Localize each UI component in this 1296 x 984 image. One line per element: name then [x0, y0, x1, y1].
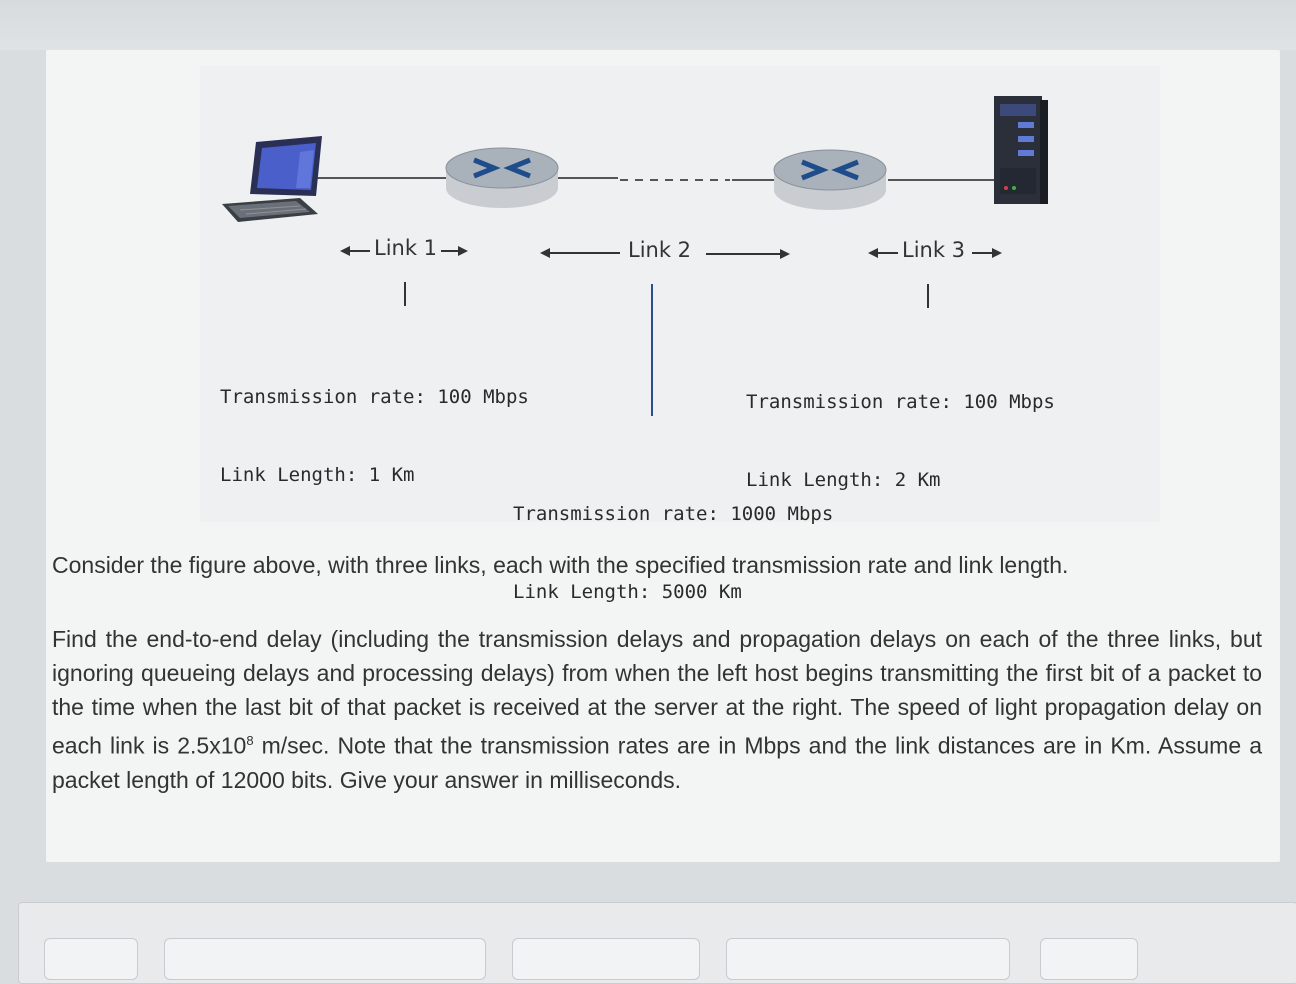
link3-rate: Transmission rate: 100 Mbps: [746, 391, 1055, 413]
server-icon: [994, 96, 1048, 204]
link2-length: Link Length: 5000 Km: [513, 581, 742, 603]
question-body-part1: Find the end-to-end delay (including the…: [52, 626, 1262, 759]
link1-rate: Transmission rate: 100 Mbps: [220, 386, 529, 408]
router-icon: [773, 149, 887, 210]
desktop-computer-icon: [222, 136, 322, 222]
toolbar-button-group[interactable]: [726, 938, 1010, 980]
page-top-band: [0, 0, 1296, 50]
link2-label: Link 2: [628, 238, 692, 262]
question-intro: Consider the figure above, with three li…: [52, 552, 1069, 578]
link3-arrow: [868, 248, 1002, 258]
link2-rate: Transmission rate: 1000 Mbps: [513, 503, 834, 525]
link1-label: Link 1: [374, 236, 438, 260]
link3-label: Link 3: [902, 238, 966, 262]
toolbar-button-group[interactable]: [164, 938, 486, 980]
link1-specs: Transmission rate: 100 Mbps Link Length:…: [220, 332, 529, 514]
network-diagram: [222, 96, 1048, 416]
router-icon: [445, 147, 559, 208]
link1-length: Link Length: 1 Km: [220, 464, 415, 486]
link1-arrow: [340, 246, 468, 256]
question-body: Find the end-to-end delay (including the…: [52, 622, 1262, 797]
link3-length: Link Length: 2 Km: [746, 469, 941, 491]
link2-specs: Transmission rate: 1000 Mbps Link Length…: [513, 449, 833, 631]
toolbar-button[interactable]: [1040, 938, 1138, 980]
question-body-part2: m/sec. Note that the transmission rates …: [52, 732, 1262, 793]
link3-specs: Transmission rate: 100 Mbps Link Length:…: [746, 337, 1055, 519]
toolbar-button-group[interactable]: [512, 938, 700, 980]
toolbar-button[interactable]: [44, 938, 138, 980]
link2-arrow: [540, 248, 790, 259]
exponent: 8: [246, 733, 254, 748]
